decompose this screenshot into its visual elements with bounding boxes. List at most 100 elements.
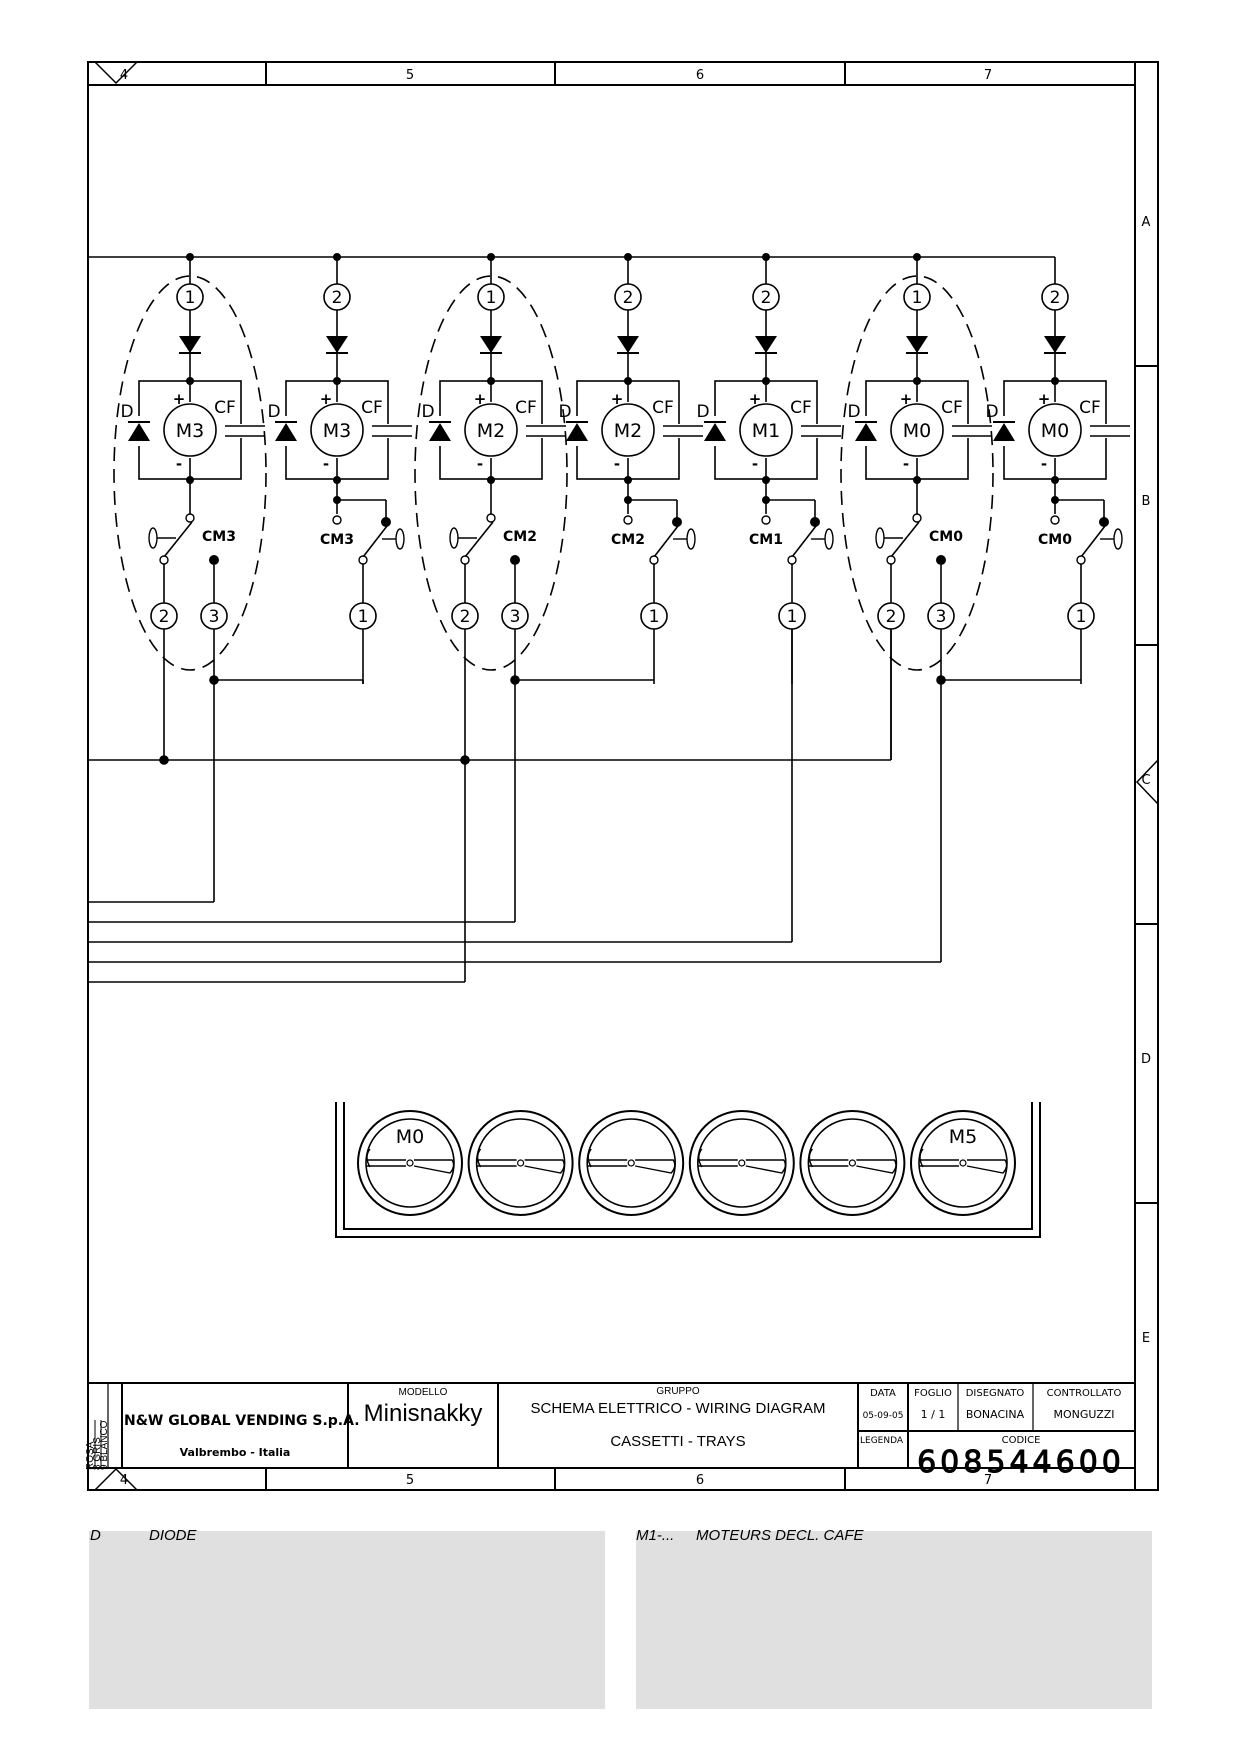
group-outline	[840, 275, 994, 671]
capacitor-label: CF	[652, 398, 674, 418]
connector-node-label: 2	[886, 607, 897, 627]
frame-column-label-top: 7	[984, 68, 992, 83]
diode-symbol	[1044, 336, 1066, 353]
switch-label: CM2	[611, 532, 645, 548]
switch-label: CM3	[320, 532, 354, 548]
foglio-value: 1 / 1	[921, 1408, 946, 1421]
data-label: DATA	[870, 1388, 896, 1399]
diode-symbol	[704, 423, 726, 441]
motor-minus-label: -	[477, 455, 483, 473]
diode-symbol	[617, 336, 639, 353]
motor-minus-label: -	[323, 455, 329, 473]
connector-node-label: 1	[649, 607, 660, 627]
switch-contact	[486, 513, 496, 523]
spiral-symbol	[910, 1110, 1016, 1216]
connector-node-label: 2	[332, 288, 343, 308]
diode-label: D	[120, 402, 133, 422]
switch-contact	[886, 555, 896, 565]
motor-label: M0	[903, 420, 931, 442]
connector-node-label: 3	[510, 607, 521, 627]
frame-column-label-top: 6	[696, 68, 704, 83]
switch-contact	[358, 555, 368, 565]
motor-plus-label: +	[1038, 390, 1051, 408]
connector-node-label: 1	[358, 607, 369, 627]
codice-value: 608544600	[917, 1445, 1125, 1480]
legend-panel-left	[89, 1531, 605, 1709]
legenda-label: LEGENDA	[860, 1436, 904, 1446]
switch-contact	[1099, 517, 1109, 527]
disegnato-value: BONACINA	[966, 1408, 1025, 1421]
switch-contact	[332, 515, 342, 525]
switch-contact	[159, 555, 169, 565]
switch-actuator	[686, 528, 696, 550]
diode-symbol	[566, 423, 588, 441]
switch-contact	[460, 555, 470, 565]
legend-desc-motors: MOTEURS DECL. CAFE	[696, 1527, 864, 1544]
connector-node-label: 1	[185, 288, 196, 308]
color-code-3: 9 BLANCO	[99, 1420, 110, 1470]
color-code-1: ROSA	[85, 1441, 96, 1470]
frame-row-label: A	[1142, 215, 1151, 230]
switch-contact	[672, 517, 682, 527]
motor-label: M2	[477, 420, 505, 442]
connector-node-label: 2	[623, 288, 634, 308]
legend-code-diode: D	[90, 1527, 101, 1544]
frame-column-label-bottom: 7	[984, 1473, 992, 1488]
switch-label: CM0	[929, 529, 963, 545]
spiral-symbol	[578, 1110, 685, 1216]
controllato-label: CONTROLLATO	[1047, 1388, 1122, 1399]
motor-symbol	[1028, 403, 1082, 457]
switch-lever	[791, 525, 817, 558]
legend-desc-diode: DIODE	[149, 1527, 197, 1544]
switch-contact	[623, 515, 633, 525]
tray-label-first: M0	[396, 1126, 424, 1148]
switch-lever	[163, 521, 193, 558]
motor-minus-label: -	[1041, 455, 1047, 473]
spiral-symbol	[467, 1110, 574, 1216]
modello-label: MODELLO	[399, 1387, 448, 1398]
frame-column-label-bottom: 6	[696, 1473, 704, 1488]
diode-symbol	[755, 336, 777, 353]
company-location: Valbrembo - Italia	[180, 1446, 291, 1459]
motor-minus-label: -	[752, 455, 758, 473]
diode-symbol	[275, 423, 297, 441]
motor-plus-label: +	[474, 390, 487, 408]
codice-label: CODICE	[1002, 1435, 1041, 1446]
drawing-frame	[87, 61, 1159, 1491]
switch-contact	[209, 555, 219, 565]
diode-label: D	[267, 402, 280, 422]
diode-symbol	[993, 423, 1015, 441]
capacitor-label: CF	[790, 398, 812, 418]
capacitor-label: CF	[515, 398, 537, 418]
connector-node-label: 2	[1050, 288, 1061, 308]
company-name: N&W GLOBAL VENDING S.p.A.	[124, 1413, 360, 1429]
diode-symbol	[179, 336, 201, 353]
diode-label: D	[847, 402, 860, 422]
motor-symbol	[310, 403, 364, 457]
foglio-label: FOGLIO	[914, 1388, 952, 1399]
switch-lever	[653, 525, 679, 558]
switch-contact	[810, 517, 820, 527]
tray-label-last: M5	[949, 1126, 977, 1148]
spiral-symbol	[688, 1110, 795, 1216]
switch-label: CM0	[1038, 532, 1072, 548]
capacitor-label: CF	[941, 398, 963, 418]
spiral-symbol	[357, 1110, 463, 1216]
spiral-symbol	[799, 1110, 906, 1216]
modello-value: Minisnakky	[364, 1400, 483, 1427]
motor-label: M1	[752, 420, 780, 442]
switch-lever	[464, 521, 494, 558]
motor-plus-label: +	[173, 390, 186, 408]
diode-label: D	[421, 402, 434, 422]
motor-label: M3	[176, 420, 204, 442]
motor-symbol	[890, 403, 944, 457]
switch-contact	[1050, 515, 1060, 525]
frame-row-label: D	[1141, 1052, 1151, 1067]
switch-actuator	[824, 528, 834, 550]
frame-column-label-top: 5	[406, 68, 414, 83]
diode-symbol	[429, 423, 451, 441]
tray-outline	[335, 1102, 1041, 1238]
